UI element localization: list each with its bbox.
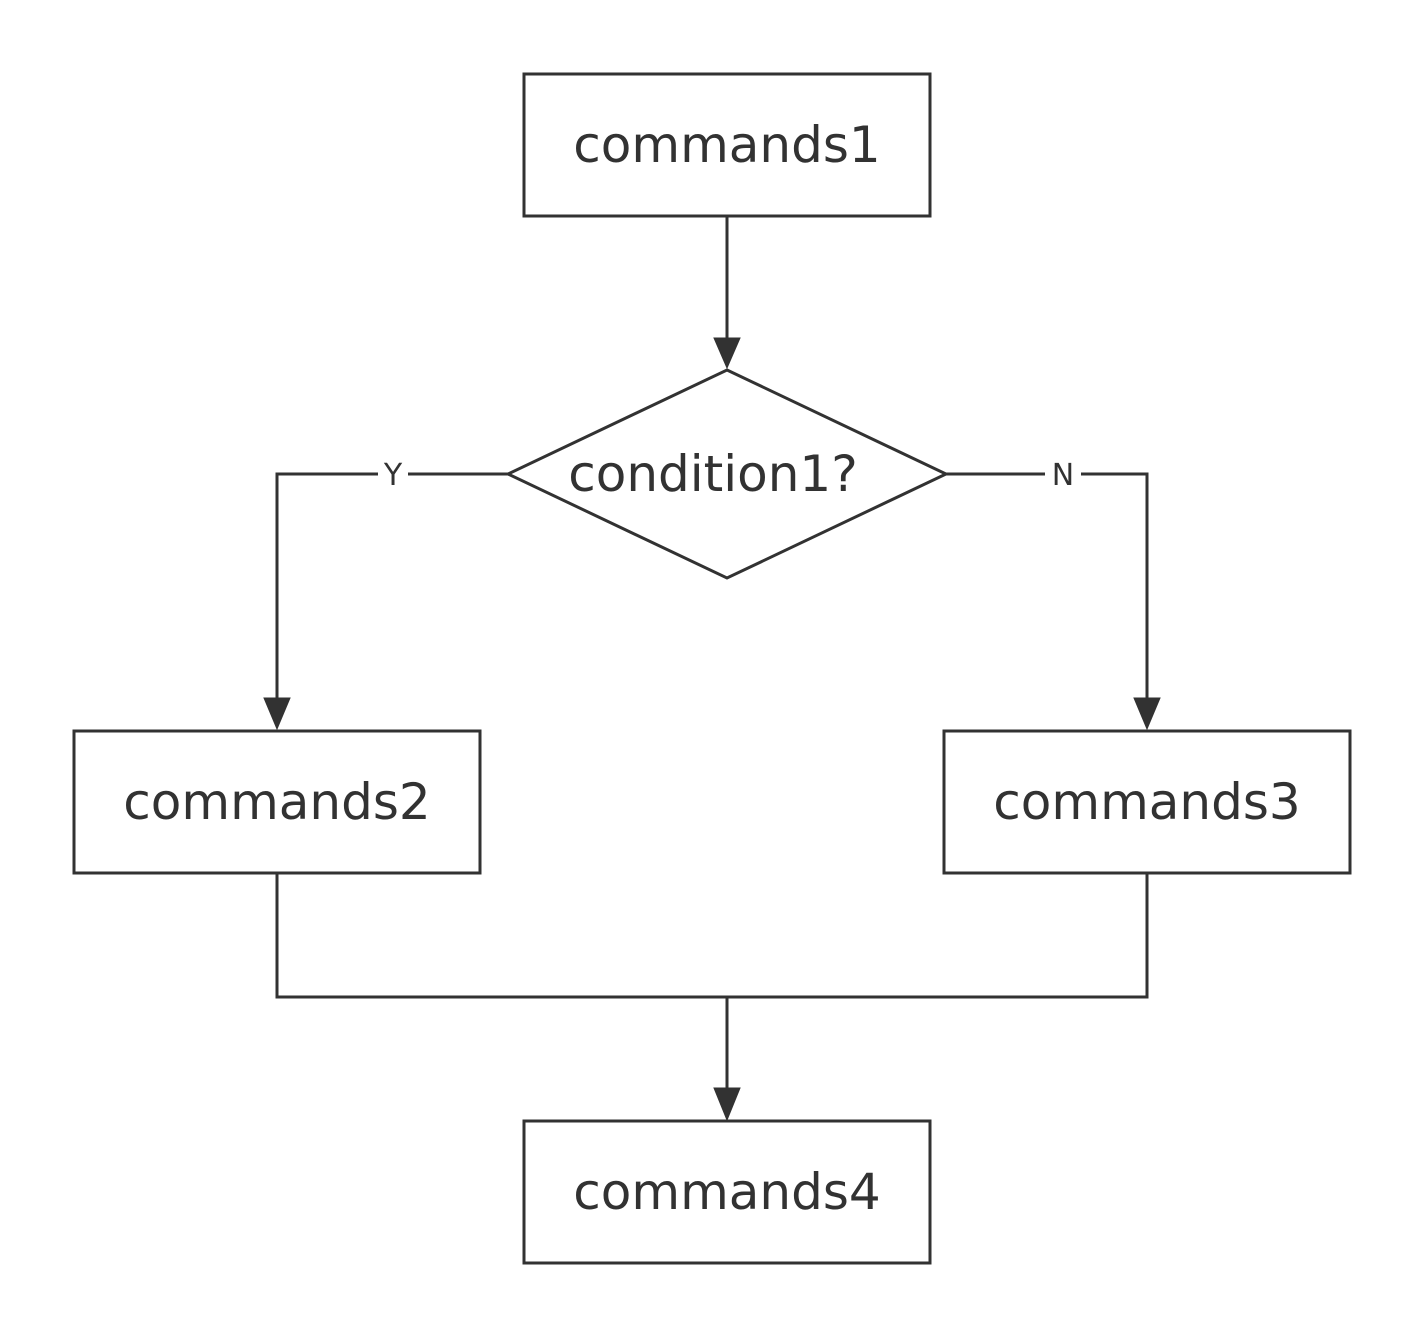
- edge-no-branch: N: [946, 456, 1161, 731]
- node-condition1-label: condition1?: [568, 445, 858, 503]
- arrowhead-icon: [713, 1087, 741, 1122]
- edge-merge-to-commands4: [275, 873, 1149, 1122]
- arrowhead-icon: [1133, 697, 1161, 731]
- node-commands2-label: commands2: [123, 773, 430, 831]
- node-commands3-label: commands3: [993, 773, 1300, 831]
- edge-yes-branch: Y: [263, 456, 508, 731]
- arrowhead-icon: [263, 697, 291, 731]
- edge-commands1-to-condition: [713, 216, 741, 370]
- node-commands1-label: commands1: [573, 116, 880, 174]
- arrowhead-icon: [713, 337, 741, 370]
- edge-label-no: N: [1052, 458, 1074, 493]
- node-commands4-label: commands4: [573, 1163, 880, 1221]
- node-condition1: condition1?: [504, 368, 950, 580]
- node-commands3: commands3: [942, 729, 1352, 875]
- edge-label-yes: Y: [383, 458, 403, 493]
- node-commands2: commands2: [72, 729, 482, 875]
- node-commands1: commands1: [522, 72, 932, 218]
- node-commands4: commands4: [522, 1119, 932, 1265]
